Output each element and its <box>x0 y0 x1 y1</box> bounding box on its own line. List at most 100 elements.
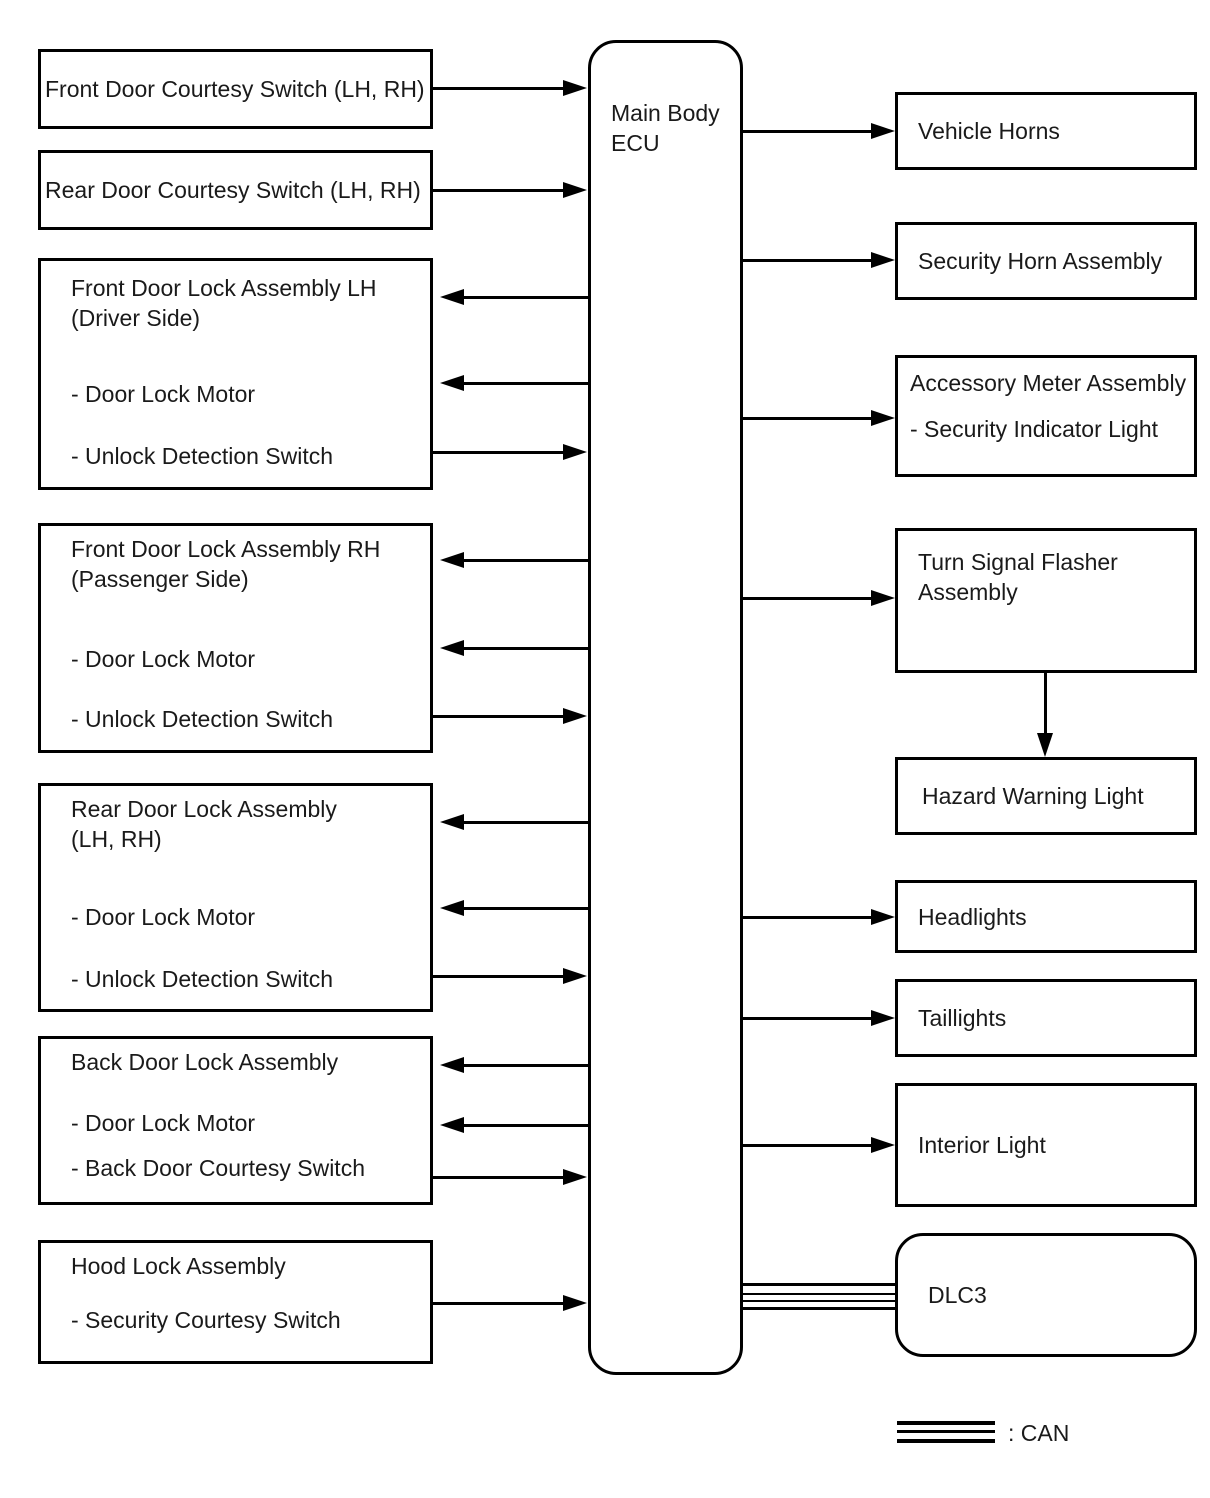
arrow-right-icon <box>871 590 895 606</box>
node-item-security-indicator-light: - Security Indicator Light <box>910 416 1159 442</box>
node-title-line1: Turn Signal Flasher <box>918 549 1118 575</box>
node-title-line2: Assembly <box>918 579 1018 605</box>
node-back-door-lock-assembly: Back Door Lock Assembly - Door Lock Moto… <box>38 1036 433 1205</box>
node-main-body-ecu: Main Body ECU <box>588 40 743 1375</box>
can-bus-line <box>743 1293 895 1295</box>
node-title: Hood Lock Assembly <box>71 1253 286 1279</box>
node-label: Taillights <box>918 1005 1007 1031</box>
wire-ecu-to-headlights <box>743 916 873 919</box>
arrow-right-icon <box>563 80 587 96</box>
arrow-left-icon <box>440 289 464 305</box>
arrow-right-icon <box>563 968 587 984</box>
node-label: Interior Light <box>918 1132 1046 1158</box>
arrow-left-icon <box>440 640 464 656</box>
wire-ecu-to-turn-signal-flasher <box>743 597 873 600</box>
ecu-label-line1: Main Body <box>611 100 720 126</box>
node-label: DLC3 <box>928 1282 987 1308</box>
node-hood-lock-assembly: Hood Lock Assembly - Security Courtesy S… <box>38 1240 433 1364</box>
node-label: Front Door Courtesy Switch (LH, RH) <box>45 76 425 102</box>
wire-ecu-to-fdl-rh-motor <box>462 647 588 650</box>
wire-ecu-to-rdl-motor <box>462 907 588 910</box>
ecu-label-line2: ECU <box>611 130 660 156</box>
arrow-left-icon <box>440 375 464 391</box>
can-bus-line <box>743 1300 895 1302</box>
node-label: Security Horn Assembly <box>918 248 1163 274</box>
node-front-door-lock-assembly-lh: Front Door Lock Assembly LH (Driver Side… <box>38 258 433 490</box>
node-label: Hazard Warning Light <box>922 783 1144 809</box>
arrow-right-icon <box>563 708 587 724</box>
node-item-unlock-detection-switch: - Unlock Detection Switch <box>71 706 334 732</box>
wire-rdl-unlock-switch-to-ecu <box>433 975 565 978</box>
node-accessory-meter-assembly: Accessory Meter Assembly - Security Indi… <box>895 355 1197 477</box>
node-turn-signal-flasher-assembly: Turn Signal Flasher Assembly <box>895 528 1197 673</box>
node-interior-light: Interior Light <box>895 1083 1197 1207</box>
arrow-right-icon <box>871 1010 895 1026</box>
arrow-down-icon <box>1037 733 1053 757</box>
wire-fdl-lh-unlock-switch-to-ecu <box>433 451 565 454</box>
node-label: Rear Door Courtesy Switch (LH, RH) <box>45 177 421 203</box>
wire-front-door-courtesy-to-ecu <box>433 87 565 90</box>
arrow-left-icon <box>440 900 464 916</box>
node-item-door-lock-motor: - Door Lock Motor <box>71 904 256 930</box>
arrow-right-icon <box>563 1295 587 1311</box>
wire-back-door-courtesy-to-ecu <box>433 1176 565 1179</box>
arrow-left-icon <box>440 1117 464 1133</box>
can-bus-line <box>743 1283 895 1286</box>
legend-can-symbol-line <box>897 1430 995 1433</box>
arrow-right-icon <box>563 182 587 198</box>
wire-ecu-to-bdl-motor <box>462 1124 588 1127</box>
wire-ecu-to-fdl-rh <box>462 559 588 562</box>
wire-ecu-to-vehicle-horns <box>743 130 873 133</box>
node-item-door-lock-motor: - Door Lock Motor <box>71 381 256 407</box>
node-label: Vehicle Horns <box>918 118 1060 144</box>
node-subtitle: (LH, RH) <box>71 826 162 852</box>
arrow-right-icon <box>563 444 587 460</box>
node-front-door-lock-assembly-rh: Front Door Lock Assembly RH (Passenger S… <box>38 523 433 753</box>
node-title: Accessory Meter Assembly <box>910 370 1187 396</box>
node-title: Back Door Lock Assembly <box>71 1049 339 1075</box>
node-front-door-courtesy-switch: Front Door Courtesy Switch (LH, RH) <box>38 49 433 129</box>
arrow-right-icon <box>871 1137 895 1153</box>
wire-ecu-to-bdl <box>462 1064 588 1067</box>
wire-ecu-to-accessory-meter <box>743 417 873 420</box>
node-security-horn-assembly: Security Horn Assembly <box>895 222 1197 300</box>
node-item-door-lock-motor: - Door Lock Motor <box>71 1110 256 1136</box>
wire-ecu-to-fdl-lh <box>462 296 588 299</box>
arrow-left-icon <box>440 814 464 830</box>
wire-ecu-to-rdl <box>462 821 588 824</box>
node-subtitle: (Passenger Side) <box>71 566 249 592</box>
node-item-unlock-detection-switch: - Unlock Detection Switch <box>71 966 334 992</box>
arrow-right-icon <box>871 252 895 268</box>
node-rear-door-lock-assembly: Rear Door Lock Assembly (LH, RH) - Door … <box>38 783 433 1012</box>
wire-ecu-to-taillights <box>743 1017 873 1020</box>
node-taillights: Taillights <box>895 979 1197 1057</box>
node-item-door-lock-motor: - Door Lock Motor <box>71 646 256 672</box>
wire-rear-door-courtesy-to-ecu <box>433 189 565 192</box>
wire-ecu-to-interior-light <box>743 1144 873 1147</box>
arrow-right-icon <box>871 909 895 925</box>
legend-can-symbol-line <box>897 1439 995 1443</box>
node-item-back-door-courtesy-switch: - Back Door Courtesy Switch <box>71 1155 365 1181</box>
arrow-left-icon <box>440 1057 464 1073</box>
node-item-security-courtesy-switch: - Security Courtesy Switch <box>71 1307 341 1333</box>
can-bus-line <box>743 1307 895 1310</box>
node-hazard-warning-light: Hazard Warning Light <box>895 757 1197 835</box>
arrow-right-icon <box>563 1169 587 1185</box>
wire-hood-security-courtesy-to-ecu <box>433 1302 565 1305</box>
node-title: Front Door Lock Assembly RH <box>71 536 381 562</box>
node-item-unlock-detection-switch: - Unlock Detection Switch <box>71 443 334 469</box>
node-label: Headlights <box>918 903 1027 930</box>
wire-turn-signal-to-hazard <box>1044 673 1047 735</box>
ecu-label: Main Body ECU <box>611 98 740 158</box>
wire-fdl-rh-unlock-switch-to-ecu <box>433 715 565 718</box>
node-headlights: Headlights <box>895 880 1197 953</box>
node-subtitle: (Driver Side) <box>71 305 201 331</box>
node-dlc3: DLC3 <box>895 1233 1197 1357</box>
arrow-right-icon <box>871 410 895 426</box>
node-vehicle-horns: Vehicle Horns <box>895 92 1197 170</box>
legend-can-symbol-line <box>897 1421 995 1425</box>
arrow-right-icon <box>871 123 895 139</box>
wire-ecu-to-security-horn <box>743 259 873 262</box>
arrow-left-icon <box>440 552 464 568</box>
